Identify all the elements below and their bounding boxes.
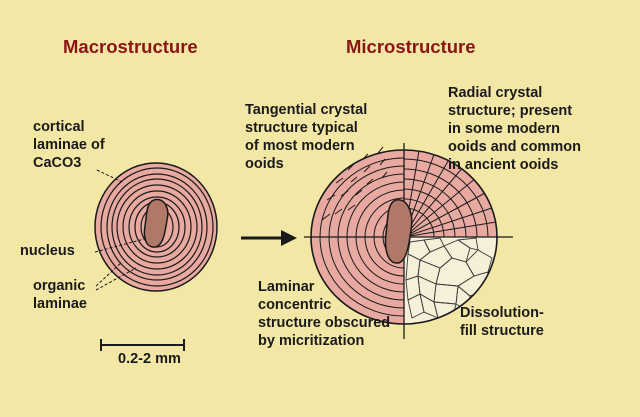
cortical-laminae-label: cortical laminae of CaCO3 (33, 119, 105, 171)
micro-ooid (304, 143, 513, 339)
nucleus-label: nucleus (20, 243, 75, 259)
dissolution-fill-label: Dissolution- fill structure (460, 305, 544, 339)
laminar-structure-label: Laminar concentric structure obscured by… (258, 279, 391, 349)
scale-label: 0.2-2 mm (118, 351, 181, 367)
transition-arrow (241, 230, 297, 246)
macro-nucleus (143, 198, 169, 248)
macrostructure-title: Macrostructure (63, 36, 198, 57)
dissolution-crystals (405, 237, 493, 321)
micro-nucleus (384, 199, 413, 264)
tangential-structure-label: Tangential crystal structure typical of … (245, 102, 368, 172)
organic-laminae-label: organic laminae (33, 278, 87, 312)
macro-ooid (94, 162, 218, 292)
microstructure-title: Microstructure (346, 36, 476, 57)
macro-leaders (94, 169, 149, 291)
scale-bar (100, 339, 185, 351)
radial-structure-label: Radial crystal structure; present in som… (448, 85, 581, 173)
